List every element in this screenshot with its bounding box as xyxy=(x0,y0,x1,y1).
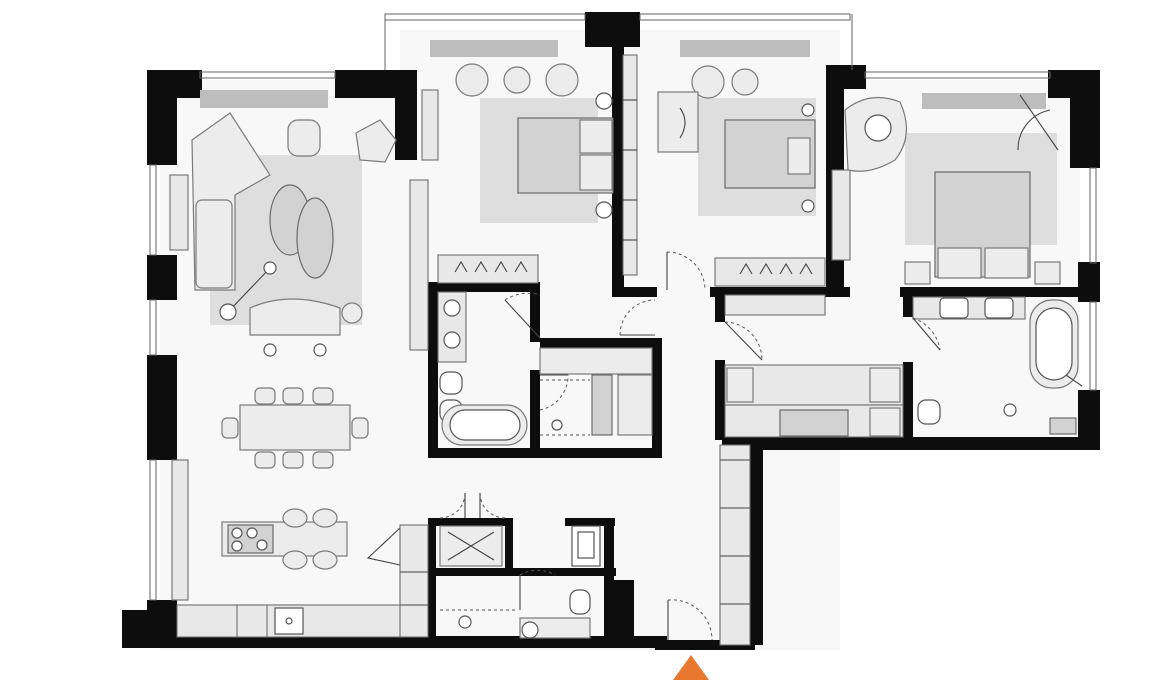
dining-area xyxy=(221,387,369,469)
sink-icon xyxy=(939,297,969,319)
kitchen xyxy=(171,459,429,638)
drain-icon xyxy=(551,419,563,431)
sink-icon xyxy=(984,297,1014,319)
cooktop-icon xyxy=(227,524,274,554)
door-swing-icon xyxy=(724,321,763,361)
armchair-icon xyxy=(355,119,397,163)
armchair-icon xyxy=(691,65,725,99)
bed-icon xyxy=(517,117,614,194)
bathtub-icon xyxy=(441,404,528,446)
armchair-icon xyxy=(287,119,321,157)
armchair-icon xyxy=(455,63,579,97)
doors xyxy=(439,251,941,641)
entrance-arrow-icon xyxy=(673,655,709,680)
toilet-icon xyxy=(917,399,941,425)
door-swing-icon xyxy=(539,374,569,411)
loveseat-icon xyxy=(249,298,341,336)
bathtub-icon xyxy=(1029,299,1079,389)
windows xyxy=(149,13,1097,601)
living-room xyxy=(169,90,429,357)
bedroom-2 xyxy=(622,40,851,287)
sink-icon xyxy=(274,607,304,635)
door-swing-icon xyxy=(912,317,941,351)
door-swing-icon xyxy=(666,251,706,291)
sink-icon xyxy=(521,621,539,639)
entrance-door xyxy=(667,599,713,641)
door-swing-icon xyxy=(439,492,506,519)
master-bedroom xyxy=(844,93,1061,285)
hall-wardrobe xyxy=(719,444,751,646)
laundry-corridor xyxy=(724,294,904,438)
desk xyxy=(657,91,699,153)
bed-icon xyxy=(934,171,1031,279)
living-radiator xyxy=(200,90,328,108)
entrance-utility xyxy=(439,444,751,646)
dining-table xyxy=(239,404,351,451)
sink-icon xyxy=(443,331,461,349)
door-swing-icon xyxy=(504,292,541,339)
sink-icon xyxy=(443,299,461,317)
bed-icon xyxy=(724,119,816,189)
master-bathroom xyxy=(912,296,1083,435)
bedroom-1 xyxy=(421,40,614,284)
door-swing-icon xyxy=(519,569,556,610)
dining-chairs xyxy=(221,387,369,469)
bathroom-1 xyxy=(437,291,653,446)
kitchen-tall-units xyxy=(399,524,429,638)
toilet-icon xyxy=(439,371,463,395)
living-side-panel xyxy=(169,174,189,251)
coffee-table-small xyxy=(296,197,334,279)
door-swing-icon xyxy=(619,299,656,336)
living-wall-unit xyxy=(409,179,429,351)
toilet-icon xyxy=(569,589,591,615)
